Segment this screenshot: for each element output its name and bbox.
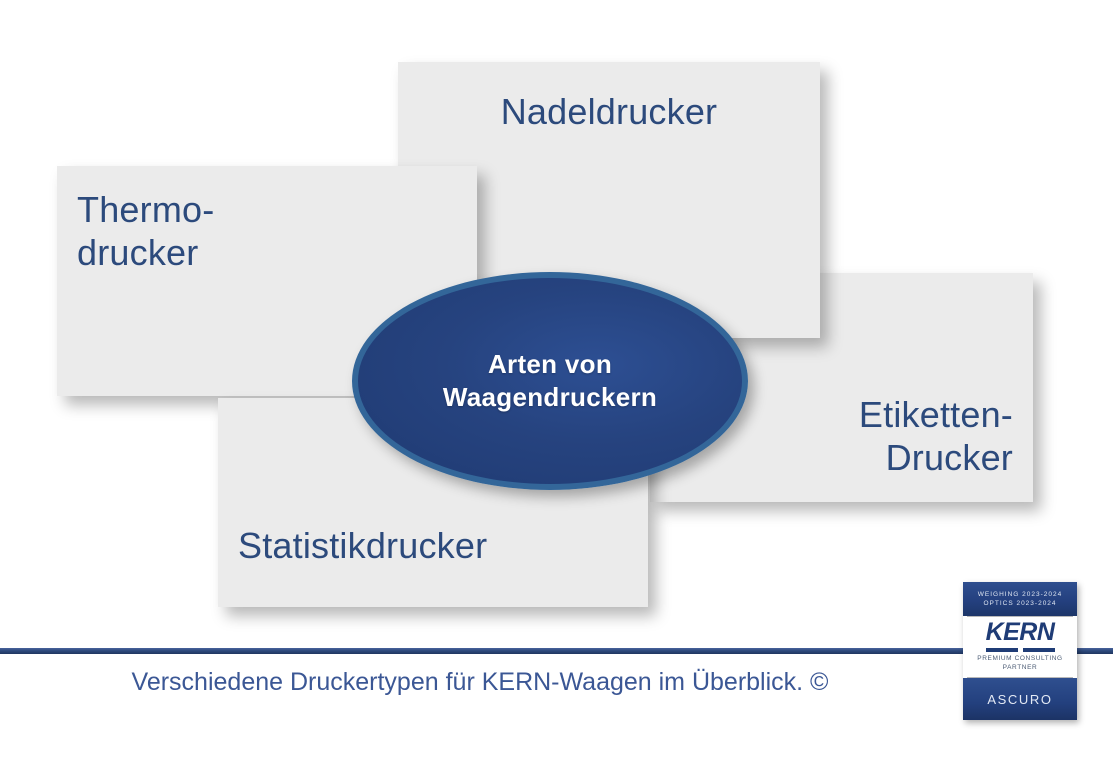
caption-text: Verschiedene Druckertypen für KERN-Waage… (131, 668, 829, 696)
logo-partner-banner: ASCURO (963, 678, 1077, 720)
logo-award-banner: WEIGHING 2023-2024 OPTICS 2023-2024 (963, 582, 1077, 616)
horizontal-divider (0, 648, 1113, 654)
logo-brand-name: KERN (985, 618, 1055, 647)
card-label-thermodrucker: Thermo- drucker (77, 189, 215, 274)
kern-partner-logo: WEIGHING 2023-2024 OPTICS 2023-2024 KERN… (963, 582, 1077, 720)
card-label-statistikdrucker: Statistikdrucker (238, 525, 488, 566)
card-label-etikettendrucker: Etiketten- Drucker (858, 394, 1013, 479)
logo-subtitle: PREMIUM CONSULTING PARTNER (977, 655, 1063, 671)
center-ellipse-arten-von-waagendruckern[interactable]: Arten von Waagendruckern (352, 272, 748, 490)
logo-partner-name: ASCURO (987, 691, 1053, 707)
logo-bars-decoration (985, 648, 1055, 653)
logo-award-line-optics: OPTICS 2023-2024 (983, 600, 1057, 607)
card-label-nadeldrucker: Nadeldrucker (500, 91, 718, 132)
logo-brand-block: KERN PREMIUM CONSULTING PARTNER (967, 616, 1073, 678)
logo-award-line-weighing: WEIGHING 2023-2024 (977, 591, 1063, 598)
center-ellipse-label: Arten von Waagendruckern (442, 348, 658, 412)
